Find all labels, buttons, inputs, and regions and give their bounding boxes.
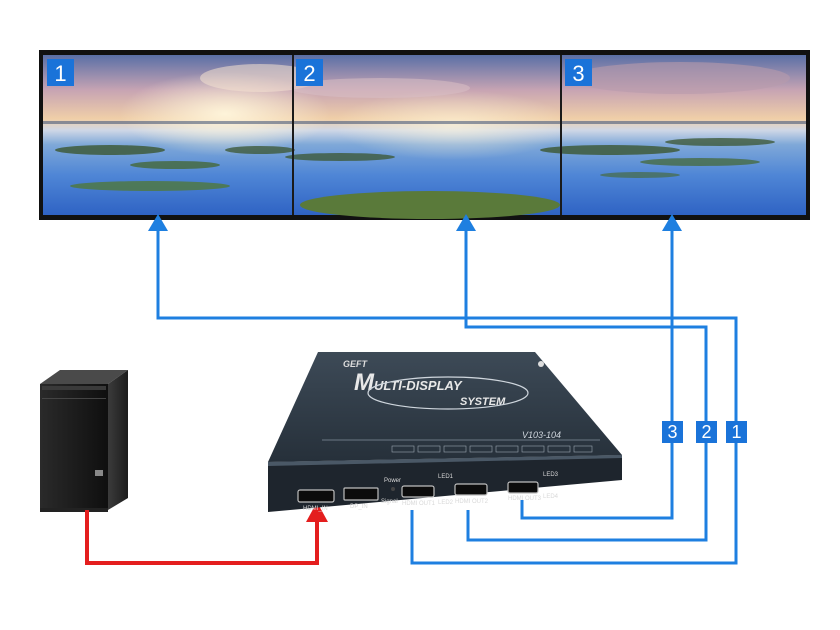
arrow-heads [148,214,682,231]
pc-tower-icon [40,370,128,512]
dp-in-port: DP_IN [343,487,379,510]
arrow-to-display-3 [662,214,682,231]
hdmi-in-port: HDMI_IN [297,489,335,512]
arrow-to-display-1 [148,214,168,231]
hdmi-out2-port: HDMI OUT2 [454,483,489,505]
device-logo: GEFT [343,359,369,369]
power-led [391,487,395,491]
cable-1-badge: 1 [726,421,747,443]
led3-label: LED3 [543,472,559,478]
svg-text:2: 2 [303,61,315,86]
arrow-to-hdmi-in [306,502,328,522]
cable-3-badge: 3 [662,421,683,443]
arrow-to-display-2 [456,214,476,231]
device-title-line1: ULTI-DISPLAY [374,378,463,393]
svg-text:3: 3 [572,61,584,86]
display-divider-1 [292,55,294,215]
device-title-initial: M [354,369,375,396]
power-label: Power [384,478,401,484]
led4-label: LED4 [543,494,559,500]
hdmi-out3-port: HDMI OUT3 [507,481,542,502]
device-spec-row [391,445,593,453]
svg-text:HDMI OUT2: HDMI OUT2 [455,499,489,505]
cable-2-badge: 2 [696,421,717,443]
device-indicator-dot [538,361,544,367]
video-wall-image [43,55,806,219]
device-top [268,352,622,462]
display-1-badge: 1 [47,59,74,86]
video-wall: 1 2 3 [39,50,810,220]
device-model: V103-104 [522,430,561,440]
display-divider-2 [560,55,562,215]
led2-label: LED2 [438,500,454,506]
signal-label: Signal [381,499,398,505]
multi-display-device: GEFT M ULTI-DISPLAY SYSTEM V103-104 HDMI… [268,352,622,512]
led1-label: LED1 [438,474,454,480]
svg-text:2: 2 [701,422,711,442]
hdmi-out1-port: HDMI OUT1 [401,485,436,507]
device-title-line2: SYSTEM [460,396,506,408]
svg-text:3: 3 [667,422,677,442]
svg-text:HDMI_IN: HDMI_IN [303,506,328,512]
svg-text:1: 1 [731,422,741,442]
svg-text:HDMI OUT1: HDMI OUT1 [402,501,436,507]
cable-3 [520,225,674,520]
svg-text:DP_IN: DP_IN [350,504,368,510]
device-title-swoosh [367,376,529,410]
svg-text:HDMI OUT3: HDMI OUT3 [508,496,542,502]
display-2-badge: 2 [296,59,323,86]
svg-text:1: 1 [54,61,66,86]
input-cable [85,502,328,565]
display-3-badge: 3 [565,59,592,86]
